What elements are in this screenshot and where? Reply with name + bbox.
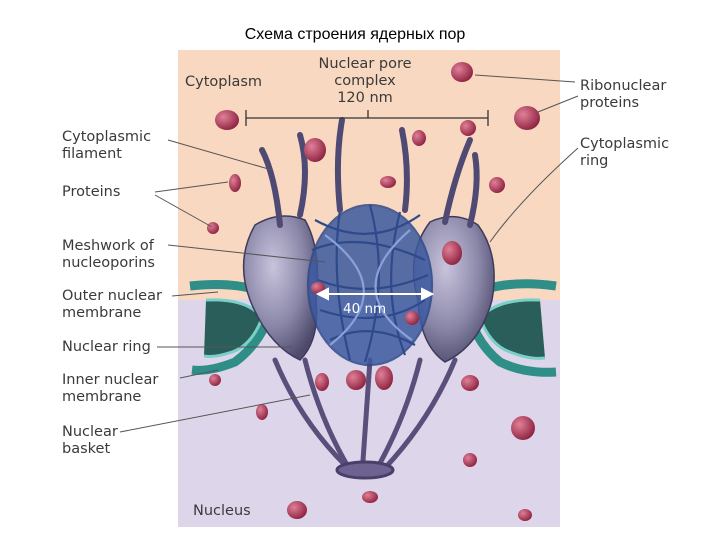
label-proteins: Proteins xyxy=(62,184,121,200)
measure-120nm-bracket xyxy=(245,110,489,126)
slide-title: Схема строения ядерных пор xyxy=(244,26,466,43)
measure-40nm-arrow xyxy=(315,287,435,301)
nuclear-basket xyxy=(272,357,458,480)
ribonuclear-proteins xyxy=(207,62,540,521)
cytoplasmic-filaments xyxy=(259,117,480,228)
label-outer-membrane: Outer nuclear membrane xyxy=(62,288,162,321)
label-cytoplasm: Cytoplasm xyxy=(185,74,263,90)
label-meshwork: Meshwork of nucleoporins xyxy=(62,238,155,271)
pore-pillar-left xyxy=(242,215,319,361)
label-nuclear-ring: Nuclear ring xyxy=(62,339,151,355)
label-40nm: 40 nm xyxy=(343,301,387,317)
label-inner-membrane: Inner nuclear membrane xyxy=(62,372,159,405)
label-cytoplasmic-filament: Cytoplasmic filament xyxy=(62,129,152,162)
label-ribonuclear-proteins: Ribonuclear proteins xyxy=(580,78,667,111)
label-nucleus: Nucleus xyxy=(193,503,251,519)
leader-lines xyxy=(119,74,579,433)
label-nuclear-basket: Nuclear basket xyxy=(62,424,118,457)
label-cytoplasmic-ring: Cytoplasmic ring xyxy=(580,136,670,169)
nucleoporin-meshwork xyxy=(306,203,434,367)
label-nuclear-pore-complex: Nuclear pore complex 120 nm xyxy=(318,56,412,106)
